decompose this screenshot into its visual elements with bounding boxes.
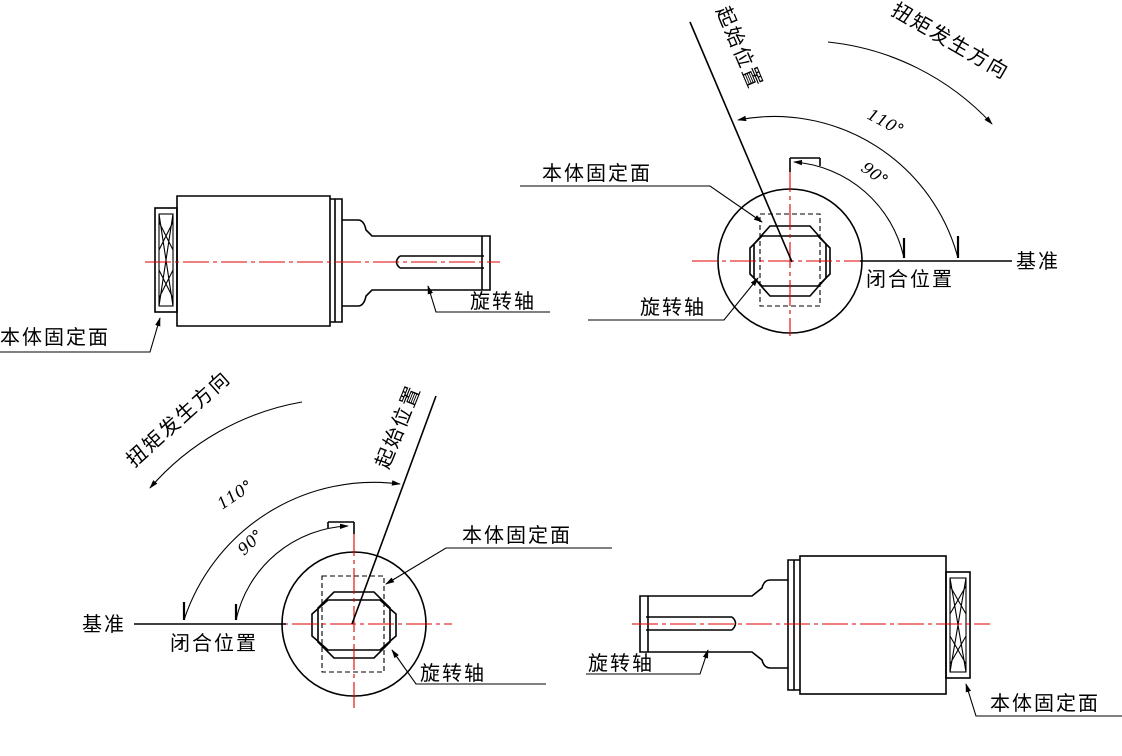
- fixed-face-label: 本体固定面: [462, 523, 572, 547]
- start-position-label: 起始位置: [370, 381, 425, 472]
- shaft-leader: [588, 277, 759, 321]
- fixed-face-label: 本体固定面: [990, 691, 1100, 715]
- datum-label: 基准: [82, 612, 126, 636]
- fixed-face-leader: [0, 317, 161, 353]
- shaft-label: 旋转轴: [588, 651, 654, 675]
- fixed-face-label: 本体固定面: [0, 325, 110, 349]
- keyway: [646, 616, 737, 631]
- shaft: [342, 219, 491, 307]
- torque-arc: [149, 401, 303, 489]
- closed-position-label: 闭合位置: [866, 267, 954, 291]
- shaft-label: 旋转轴: [470, 289, 536, 313]
- fixed-face-leader: [520, 185, 763, 223]
- angle-90-label: 90°: [234, 526, 268, 559]
- shaft-label: 旋转轴: [640, 295, 706, 319]
- start-position-label: 起始位置: [711, 3, 767, 93]
- inner-octagon: [753, 225, 827, 297]
- closed-position-label: 闭合位置: [170, 631, 258, 655]
- arc-90: [793, 159, 905, 259]
- side-view-left: 旋转轴 本体固定面: [0, 195, 550, 353]
- angle-110-label: 110°: [214, 476, 257, 513]
- end-view-right: 110° 90° 起始位置 扭矩发生方向 本体固定面 旋转轴 闭合位置 基准: [520, 0, 1060, 336]
- shaft-leader: [586, 649, 709, 675]
- datum-label: 基准: [1016, 249, 1060, 273]
- body: [799, 555, 947, 695]
- torque-direction-label: 扭矩发生方向: [121, 366, 235, 472]
- torque-arc: [827, 41, 993, 125]
- shaft-leader: [391, 649, 546, 685]
- arc-90: [235, 523, 349, 621]
- arc-110: [737, 115, 959, 259]
- start-position-line: [689, 21, 793, 263]
- fixed-face-leader: [965, 683, 1122, 717]
- dashed-square: [759, 213, 821, 307]
- torque-direction-label: 扭矩发生方向: [888, 0, 1014, 84]
- side-view-right: 旋转轴 本体固定面: [586, 555, 1122, 717]
- angle-110-label: 110°: [864, 105, 907, 140]
- body: [176, 195, 331, 327]
- end-view-left: 110° 90° 起始位置 扭矩发生方向 本体固定面 旋转轴 闭合位置 基准: [82, 366, 612, 712]
- inner-octagon: [317, 591, 391, 659]
- start-position-line: [351, 395, 437, 625]
- arc-110: [183, 480, 401, 621]
- angle-90-label: 90°: [858, 158, 892, 190]
- shaft-label: 旋转轴: [420, 661, 486, 685]
- fixed-face-leader: [385, 547, 612, 585]
- shaft-leader: [427, 285, 550, 313]
- fixed-face-label: 本体固定面: [542, 161, 652, 185]
- end-cap: [945, 571, 971, 679]
